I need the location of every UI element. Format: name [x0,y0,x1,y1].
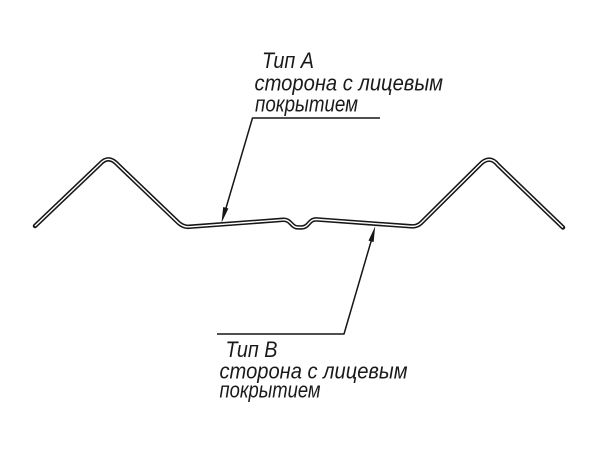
svg-text:Тип В: Тип В [226,337,278,362]
svg-text:сторона с лицевым: сторона с лицевым [220,358,408,383]
svg-text:покрытием: покрытием [220,378,321,403]
svg-text:сторона с лицевым: сторона с лицевым [255,71,444,96]
svg-text:покрытием: покрытием [255,92,358,117]
svg-text:Тип А: Тип А [262,48,314,73]
